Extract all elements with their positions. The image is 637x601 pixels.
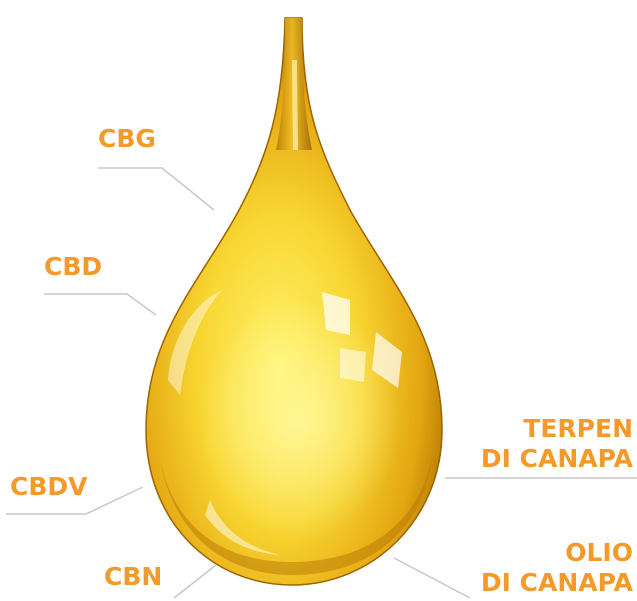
leader-line-cbdv — [6, 486, 144, 515]
leader-line-olio — [393, 557, 471, 599]
label-olio: OLIO DI CANAPA — [481, 538, 633, 598]
label-cbn: CBN — [104, 562, 163, 591]
leader-line-cbd — [44, 293, 157, 316]
drop-inner-glow — [200, 300, 400, 540]
leader-line-cbn — [173, 564, 217, 599]
leader-line-cbg — [98, 167, 215, 211]
drop-highlight-right-3 — [340, 348, 366, 382]
label-cbg: CBG — [98, 124, 156, 153]
drop-highlight-bottom — [205, 500, 280, 555]
drop-highlight-right-2 — [372, 332, 402, 388]
label-cbd: CBD — [44, 252, 103, 281]
drop-highlight-left — [168, 290, 222, 395]
label-cbdv: CBDV — [10, 472, 88, 501]
label-olio-line1: OLIO — [565, 538, 633, 567]
leader-lines — [6, 167, 637, 599]
label-olio-line2: DI CANAPA — [480, 568, 633, 597]
label-terpen-line1: TERPEN — [523, 414, 633, 443]
drop-highlight-stem — [292, 60, 298, 150]
label-terpen-line2: DI CANAPA — [480, 444, 633, 473]
drop-highlight-right — [322, 292, 350, 335]
label-terpen: TERPEN DI CANAPA — [481, 414, 633, 474]
